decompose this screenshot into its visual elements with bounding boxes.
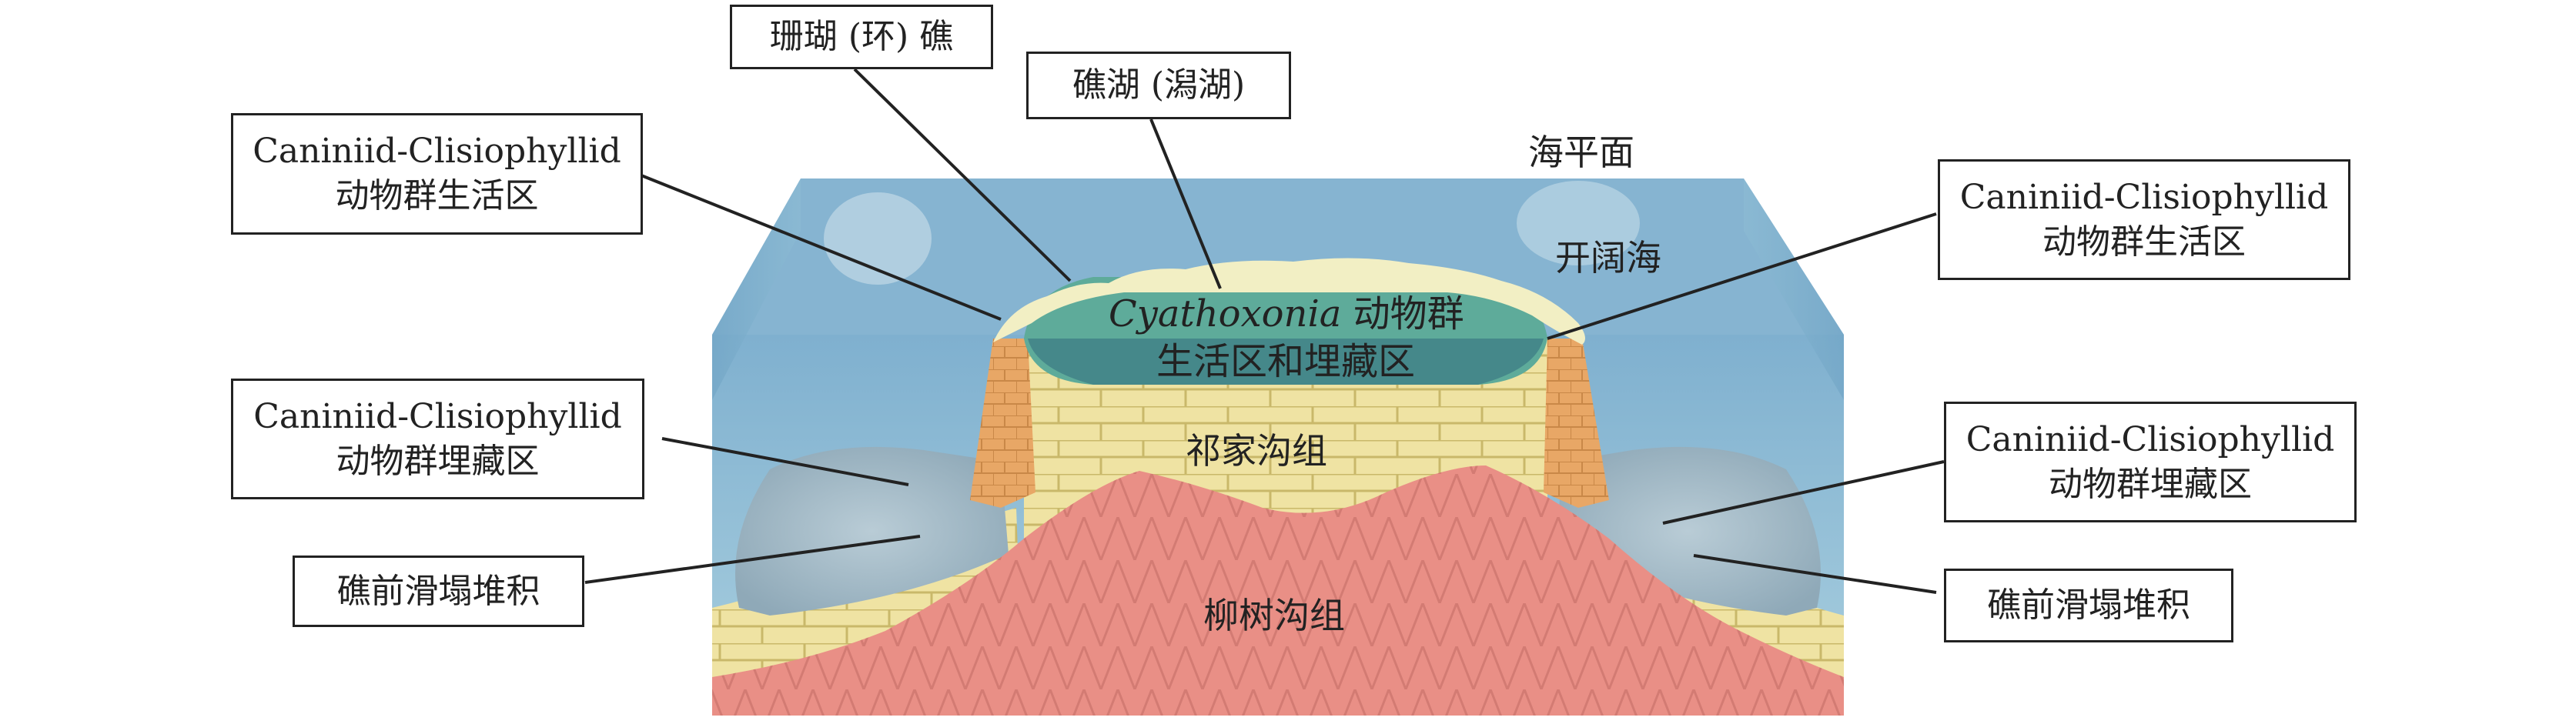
callout-right-living: Caniniid-Clisiophyllid 动物群生活区 bbox=[1938, 159, 2350, 280]
callout-lagoon-text: 礁湖 (潟湖) bbox=[1072, 65, 1246, 105]
callout-lagoon: 礁湖 (潟湖) bbox=[1026, 52, 1291, 119]
cyathoxonia-genus: Cyathoxonia bbox=[1109, 292, 1342, 335]
sea-surface bbox=[712, 178, 1844, 335]
callout-left-burial: Caniniid-Clisiophyllid 动物群埋藏区 bbox=[231, 379, 644, 499]
callout-left-slump: 礁前滑塌堆积 bbox=[293, 556, 584, 627]
leader-right-slump bbox=[1693, 554, 1937, 594]
label-sea-level: 海平面 bbox=[1528, 132, 1634, 173]
leader-left-slump bbox=[584, 535, 921, 584]
sea-right-side bbox=[1744, 178, 1844, 400]
callout-coral-reef: 珊瑚 (环) 礁 bbox=[730, 5, 993, 69]
label-cyathoxonia: Cyathoxonia 动物群 bbox=[1109, 291, 1464, 337]
lagoon-shadow bbox=[1028, 339, 1544, 385]
callout-left-living: Caniniid-Clisiophyllid 动物群生活区 bbox=[231, 113, 643, 235]
label-cyathoxonia-zone: 生活区和埋藏区 bbox=[1156, 340, 1415, 383]
leader-left-burial bbox=[661, 437, 909, 486]
right-burial-line1: Caniniid-Clisiophyllid bbox=[1965, 419, 2335, 459]
left-burial-line1: Caniniid-Clisiophyllid bbox=[253, 396, 622, 436]
reef-crest bbox=[993, 258, 1585, 345]
label-qijiagou: 祁家沟组 bbox=[1186, 430, 1327, 472]
left-living-line1: Caniniid-Clisiophyllid bbox=[253, 132, 621, 171]
leader-right-living bbox=[1547, 212, 1937, 340]
reef-wall-left bbox=[970, 339, 1035, 508]
right-living-line1: Caniniid-Clisiophyllid bbox=[1959, 177, 2329, 217]
leader-left-living bbox=[641, 174, 1002, 321]
leader-right-burial bbox=[1662, 460, 1945, 525]
spray-right bbox=[1517, 181, 1640, 265]
label-open-sea: 开阔海 bbox=[1555, 237, 1661, 279]
callout-right-burial: Caniniid-Clisiophyllid 动物群埋藏区 bbox=[1944, 402, 2357, 522]
callout-right-slump: 礁前滑塌堆积 bbox=[1944, 569, 2233, 642]
leader-coral-reef bbox=[853, 68, 1072, 282]
left-slump-text: 礁前滑塌堆积 bbox=[336, 571, 540, 611]
label-liushugou: 柳树沟组 bbox=[1203, 595, 1345, 636]
right-living-line2: 动物群生活区 bbox=[2042, 222, 2246, 262]
sea-left-side bbox=[712, 178, 801, 400]
callout-coral-reef-text: 珊瑚 (环) 礁 bbox=[769, 17, 954, 56]
left-living-line2: 动物群生活区 bbox=[335, 176, 539, 215]
slump-deposit-left bbox=[735, 446, 1009, 616]
leader-lagoon bbox=[1149, 118, 1222, 289]
liushugou-pattern bbox=[712, 465, 1844, 716]
reef-wall-right bbox=[1544, 339, 1609, 508]
left-burial-line2: 动物群埋藏区 bbox=[336, 441, 540, 481]
right-burial-line2: 动物群埋藏区 bbox=[2049, 464, 2252, 504]
spray-left bbox=[824, 192, 932, 285]
cyathoxonia-suffix: 动物群 bbox=[1341, 292, 1464, 335]
right-slump-text: 礁前滑塌堆积 bbox=[1987, 586, 2190, 625]
